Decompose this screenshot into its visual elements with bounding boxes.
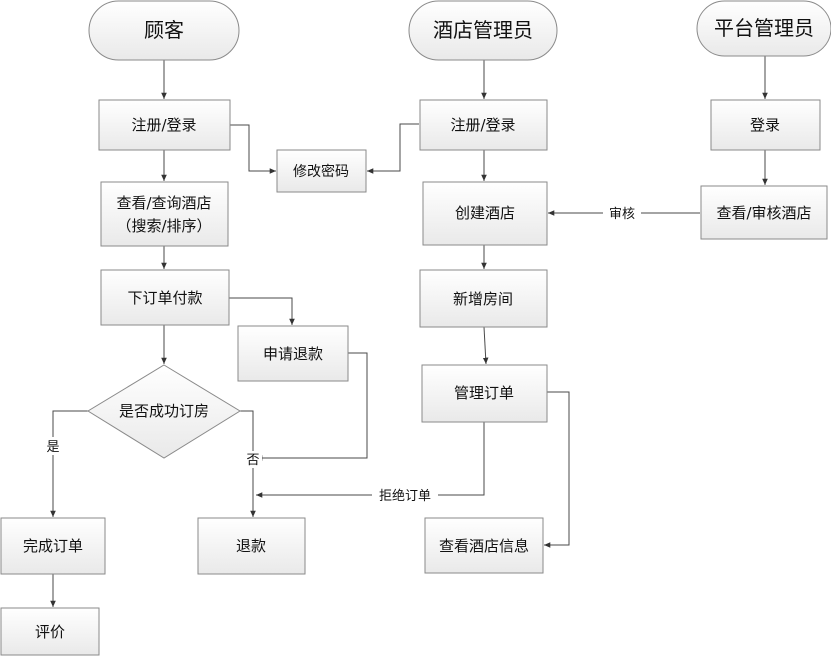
edge-refund-request-to-refund — [256, 352, 368, 461]
node-change-password-label: 修改密码 — [293, 163, 349, 180]
role-hotel-admin-label: 酒店管理员 — [433, 18, 533, 42]
node-review-label: 评价 — [35, 623, 65, 641]
node-complete-order: 完成订单 — [0, 517, 106, 575]
edge-order-to-refund-request — [229, 297, 295, 325]
edge-label-reject: 拒绝订单 — [379, 488, 431, 504]
node-place-order: 下订单付款 — [100, 269, 230, 326]
node-review-hotels: 查看/审核酒店 — [700, 185, 828, 240]
role-hotel-admin: 酒店管理员 — [408, 0, 558, 61]
node-platform-login-label: 登录 — [750, 116, 780, 134]
edge-labels: 是 否 审核 拒绝订单 — [44, 204, 641, 504]
node-complete-order-label: 完成订单 — [23, 537, 83, 555]
node-add-room-label: 新增房间 — [453, 290, 513, 308]
node-view-hotel-info-label: 查看酒店信息 — [439, 537, 529, 555]
node-refund-label: 退款 — [236, 537, 266, 555]
node-change-password: 修改密码 — [276, 149, 367, 193]
role-platform-admin-label: 平台管理员 — [714, 16, 814, 40]
node-manage-orders: 管理订单 — [421, 364, 548, 423]
edge-customer-register-to-password — [230, 124, 276, 174]
edge-add-room-to-manage — [482, 326, 489, 365]
node-booking-decision-label: 是否成功订房 — [119, 402, 209, 420]
edge-decision-no-to-refund — [240, 410, 256, 517]
edge-hotel-register-to-password — [367, 123, 419, 174]
node-review-hotels-label: 查看/审核酒店 — [716, 204, 811, 222]
node-refund-request: 申请退款 — [237, 325, 349, 382]
edge-decision-yes-to-complete — [50, 410, 88, 517]
node-customer-register: 注册/登录 — [98, 99, 231, 151]
edge-label-yes: 是 — [46, 440, 59, 455]
node-place-order-label: 下订单付款 — [127, 289, 202, 307]
node-review: 评价 — [0, 607, 100, 656]
node-booking-decision: 是否成功订房 — [87, 364, 241, 459]
node-browse-hotels-label-1: 查看/查询酒店 — [116, 194, 211, 212]
node-browse-hotels: 查看/查询酒店 （搜索/排序） — [100, 181, 229, 247]
edge-manage-to-view-info — [544, 391, 570, 548]
edges — [50, 56, 768, 607]
role-customer: 顾客 — [88, 0, 240, 61]
role-platform-admin: 平台管理员 — [696, 0, 831, 57]
node-create-hotel-label: 创建酒店 — [455, 204, 515, 222]
node-refund: 退款 — [197, 517, 306, 575]
node-add-room: 新增房间 — [419, 269, 548, 328]
edge-label-approve: 审核 — [609, 207, 635, 222]
node-refund-request-label: 申请退款 — [263, 345, 323, 363]
node-view-hotel-info: 查看酒店信息 — [424, 517, 544, 574]
edge-manage-reject-to-refund — [256, 422, 485, 498]
node-browse-hotels-label-2: （搜索/排序） — [116, 217, 211, 235]
node-hotel-register-label: 注册/登录 — [450, 116, 515, 134]
node-platform-login: 登录 — [710, 99, 821, 151]
node-create-hotel: 创建酒店 — [422, 181, 548, 246]
node-customer-register-label: 注册/登录 — [131, 116, 196, 134]
role-customer-label: 顾客 — [144, 18, 184, 42]
node-hotel-register: 注册/登录 — [419, 99, 548, 151]
edge-label-no: 否 — [246, 453, 259, 468]
node-manage-orders-label: 管理订单 — [454, 384, 514, 402]
